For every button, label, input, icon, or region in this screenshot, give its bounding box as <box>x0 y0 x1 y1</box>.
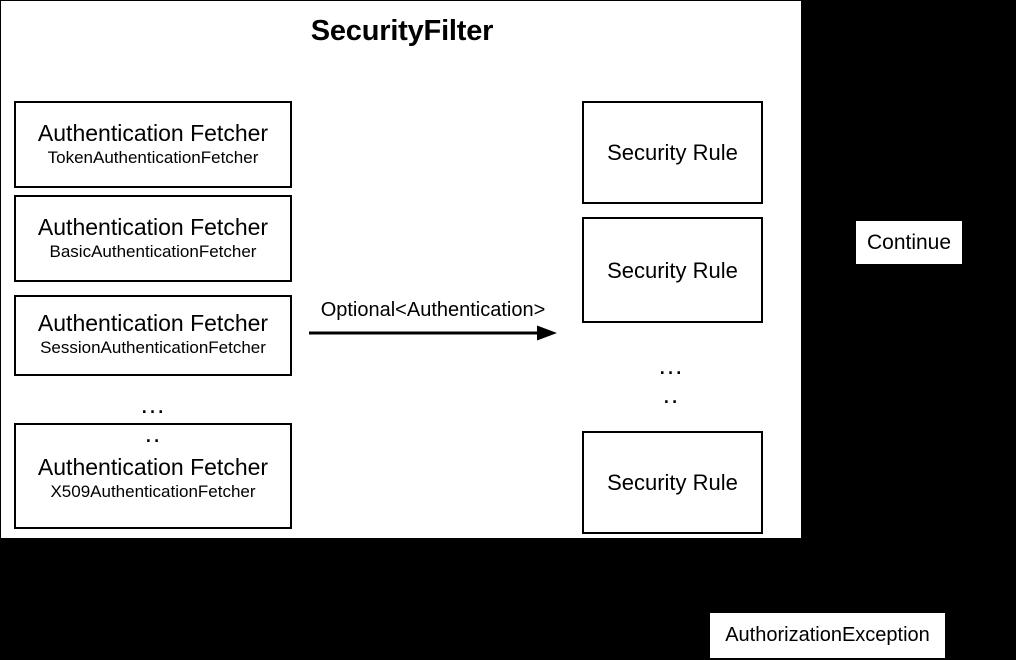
authentication-fetcher-title: Authentication Fetcher <box>37 310 269 336</box>
authorization-exception-outcome-box: AuthorizationException <box>710 613 945 658</box>
authentication-fetcher-box: Authentication Fetcher TokenAuthenticati… <box>14 101 292 188</box>
security-rule-box: Security Rule <box>582 101 763 204</box>
authentication-fetcher-impl: BasicAuthenticationFetcher <box>49 242 257 261</box>
fetchers-ellipsis-minor: .. <box>144 418 162 448</box>
security-rule-label: Security Rule <box>607 258 738 283</box>
authentication-fetcher-box: Authentication Fetcher X509Authenticatio… <box>14 423 292 529</box>
security-filter-panel: SecurityFilter Authentication Fetcher To… <box>0 0 802 539</box>
auth-flow-label: Optional<Authentication> <box>320 299 546 321</box>
authentication-fetcher-impl: SessionAuthenticationFetcher <box>40 338 266 357</box>
continue-outcome-box: Continue <box>856 221 962 264</box>
arrow-right-icon <box>309 325 557 341</box>
authentication-fetcher-box: Authentication Fetcher SessionAuthentica… <box>14 295 292 376</box>
authentication-fetcher-title: Authentication Fetcher <box>37 214 269 240</box>
authentication-fetcher-title: Authentication Fetcher <box>37 120 269 146</box>
authentication-fetcher-impl: X509AuthenticationFetcher <box>50 482 256 501</box>
authentication-fetcher-impl: TokenAuthenticationFetcher <box>47 148 259 167</box>
page-title: SecurityFilter <box>310 15 494 47</box>
fetchers-ellipsis-major: … <box>139 389 167 419</box>
rules-ellipsis-minor: .. <box>662 379 680 409</box>
auth-flow-arrow-group: Optional<Authentication> <box>308 299 558 341</box>
security-rule-label: Security Rule <box>607 470 738 495</box>
security-rule-box: Security Rule <box>582 217 763 323</box>
authentication-fetcher-title: Authentication Fetcher <box>37 454 269 480</box>
authentication-fetcher-box: Authentication Fetcher BasicAuthenticati… <box>14 195 292 282</box>
security-rule-box: Security Rule <box>582 431 763 534</box>
rules-ellipsis-major: … <box>657 350 685 380</box>
security-rule-label: Security Rule <box>607 140 738 165</box>
